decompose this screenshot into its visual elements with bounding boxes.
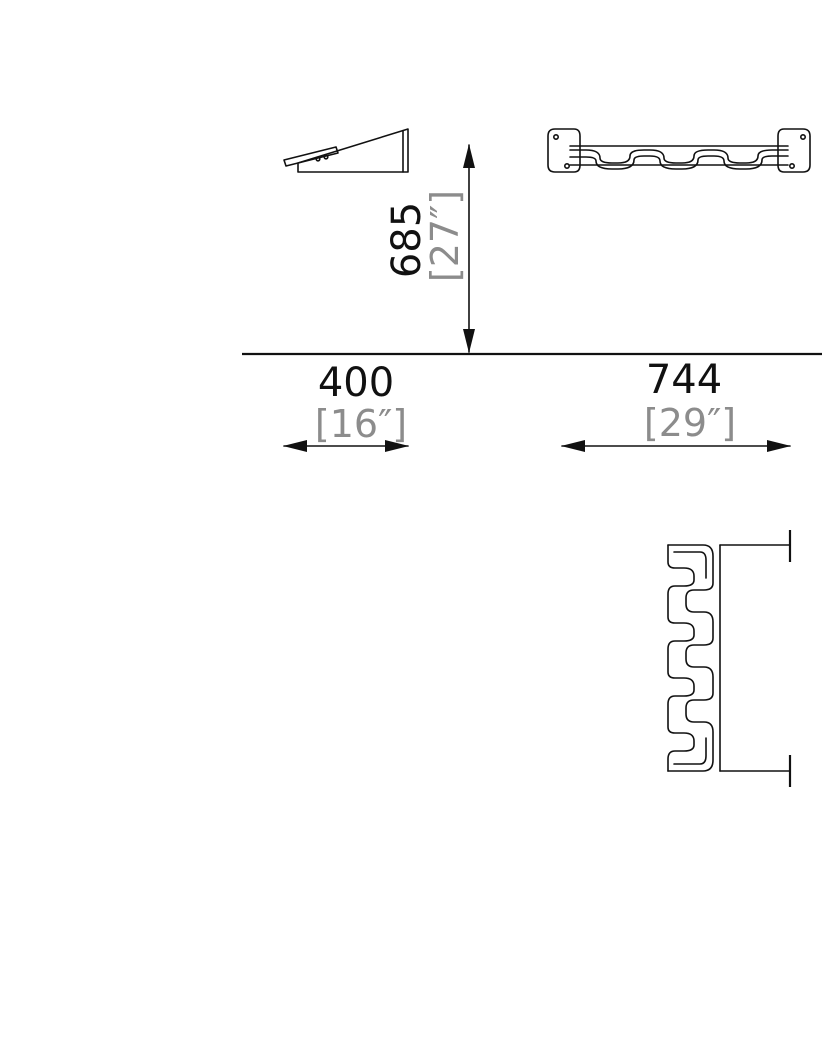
- height-imperial: [27″]: [423, 190, 467, 282]
- front-view: [547, 128, 811, 173]
- side-view: [283, 128, 409, 173]
- width-imperial: [29″]: [644, 401, 736, 445]
- height-value: 685: [384, 202, 430, 278]
- width-value: 744: [646, 357, 722, 403]
- height-dimension: 685 [27″]: [384, 144, 475, 353]
- depth-dimension: 400 [16″]: [283, 360, 409, 452]
- width-dimension: 744 [29″]: [561, 357, 791, 452]
- depth-value: 400: [318, 360, 394, 406]
- depth-imperial: [16″]: [315, 402, 407, 446]
- plan-view: [667, 530, 792, 787]
